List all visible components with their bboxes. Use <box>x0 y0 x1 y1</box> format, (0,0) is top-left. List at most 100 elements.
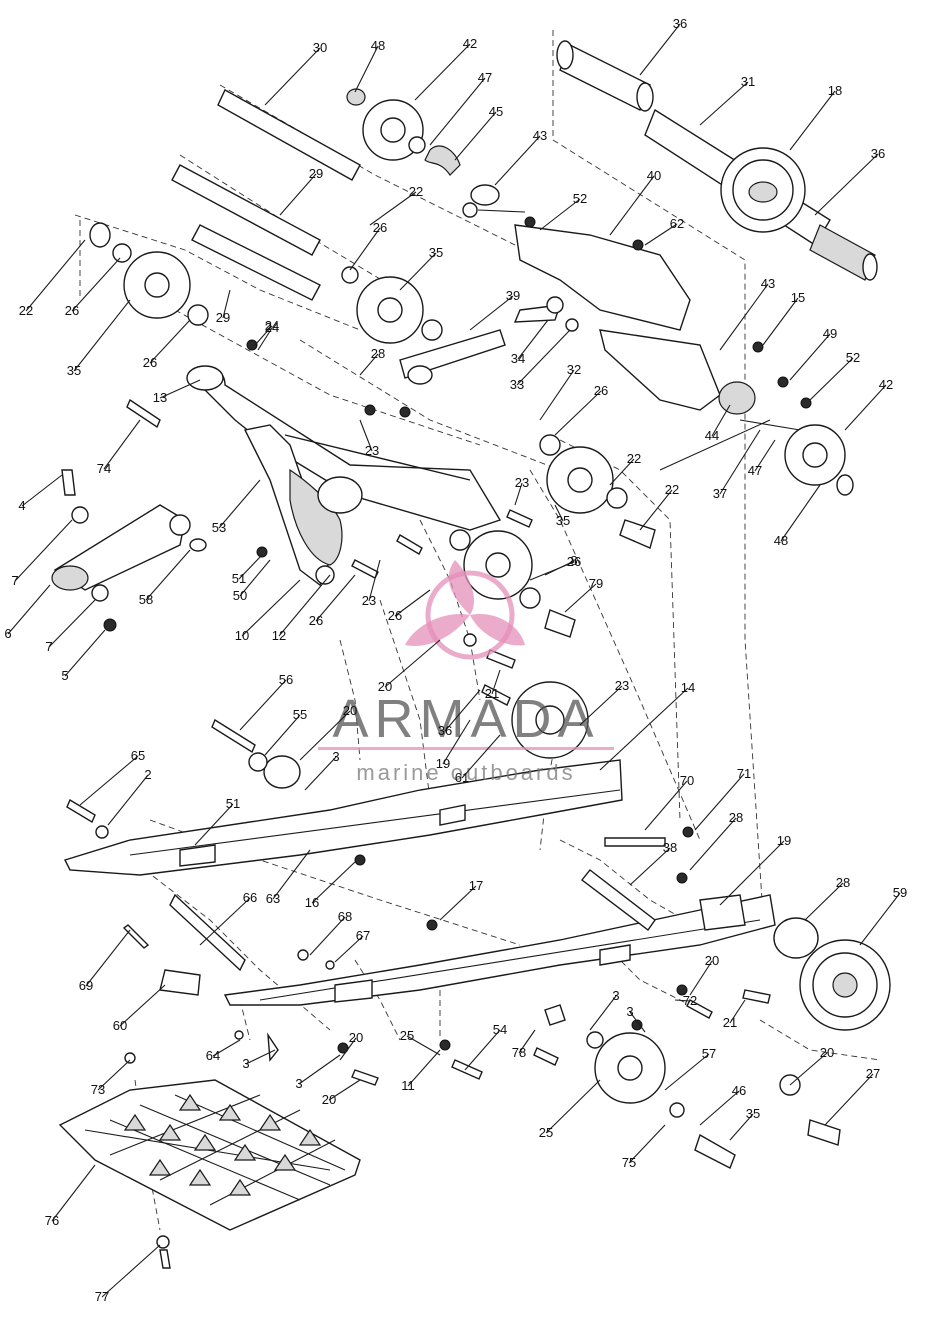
callout-number: 37 <box>713 486 727 501</box>
leader-line <box>754 439 776 472</box>
leader-line <box>689 817 737 871</box>
leader-line <box>609 458 635 486</box>
callout-number: 68 <box>338 909 352 924</box>
callout-number: 26 <box>309 613 323 628</box>
leader-line <box>257 327 273 351</box>
callout-number: 43 <box>533 128 547 143</box>
leader-line <box>644 223 678 246</box>
leader-line <box>218 479 261 529</box>
leader-line <box>25 239 86 312</box>
callout-number: 72 <box>683 993 697 1008</box>
leader-line <box>194 803 234 846</box>
leader-line <box>309 916 346 956</box>
callout-number: 35 <box>429 245 443 260</box>
watermark-brand: ARMADA <box>332 689 599 749</box>
front-linkage <box>51 469 207 632</box>
callout-number: 18 <box>828 83 842 98</box>
callout-number: 54 <box>493 1022 507 1037</box>
callout-number: 26 <box>594 383 608 398</box>
leader-line <box>359 419 373 452</box>
callout-number: 15 <box>791 290 805 305</box>
leader-line <box>97 1059 131 1091</box>
callout-number: 74 <box>97 461 111 476</box>
callout-number: 14 <box>681 680 695 695</box>
callout-number: 8 <box>570 553 577 568</box>
callout-number: 30 <box>313 40 327 55</box>
leader-line <box>639 489 673 531</box>
leader-line <box>399 252 437 291</box>
front-arm-assembly <box>514 224 854 496</box>
slide-rails <box>64 755 776 1006</box>
callout-number: 6 <box>4 626 11 641</box>
leader-line <box>859 892 901 946</box>
leader-line <box>414 43 471 101</box>
leader-line <box>719 429 761 495</box>
callout-number: 40 <box>647 168 661 183</box>
leader-line <box>101 1244 161 1298</box>
callout-number: 25 <box>539 1125 553 1140</box>
torque-arm-assembly <box>186 304 562 587</box>
callout-number: 24 <box>265 318 279 333</box>
leader-line <box>103 419 141 470</box>
callout-number: 29 <box>216 310 230 325</box>
leader-line <box>394 589 431 617</box>
leader-line <box>711 404 731 437</box>
leader-line <box>554 390 602 436</box>
callout-number: 11 <box>401 1078 415 1093</box>
leader-line <box>444 689 481 732</box>
callout-number: 3 <box>612 988 619 1003</box>
leader-line <box>85 929 131 987</box>
callout-number: 47 <box>748 463 762 478</box>
watermark: ARMADA marine outboards <box>318 560 614 785</box>
callout-number: 3 <box>242 1056 249 1071</box>
leader-line <box>119 984 166 1027</box>
leader-line <box>719 840 785 906</box>
callout-number: 42 <box>463 36 477 51</box>
leader-line <box>64 629 106 677</box>
callout-number: 26 <box>373 220 387 235</box>
callout-number: 16 <box>305 895 319 910</box>
callout-number: 36 <box>871 146 885 161</box>
callout-number: 20 <box>378 679 392 694</box>
callout-number: 70 <box>680 773 694 788</box>
callout-number: 64 <box>206 1048 220 1063</box>
callout-number: 23 <box>515 475 529 490</box>
leader-line <box>239 559 271 597</box>
callout-number: 48 <box>774 533 788 548</box>
callout-number: 49 <box>823 326 837 341</box>
callout-number: 20 <box>343 703 357 718</box>
leader-line <box>516 329 571 386</box>
upper-idler-wheels <box>89 88 526 351</box>
leader-line <box>304 756 337 791</box>
leader-line <box>51 1164 96 1222</box>
leader-line <box>644 780 688 831</box>
callout-number: 17 <box>469 878 483 893</box>
leader-line <box>384 639 441 688</box>
leader-line <box>272 849 311 900</box>
leader-line <box>639 23 681 76</box>
callout-number: 22 <box>665 482 679 497</box>
leader-line <box>469 295 514 331</box>
callout-number: 73 <box>91 1082 105 1097</box>
leader-line <box>311 861 356 904</box>
leader-line <box>315 574 356 622</box>
leader-line <box>222 289 231 319</box>
leader-line <box>328 1079 361 1101</box>
leader-line <box>539 369 575 421</box>
leader-line <box>780 484 821 542</box>
callout-number: 2 <box>144 767 151 782</box>
callout-number: 56 <box>279 672 293 687</box>
callout-number: 22 <box>627 451 641 466</box>
callout-number: 46 <box>732 1083 746 1098</box>
leader-line <box>609 175 655 236</box>
leader-line <box>406 1035 441 1056</box>
callout-number: 69 <box>79 978 93 993</box>
leader-line <box>664 1053 710 1091</box>
callout-number: 52 <box>846 350 860 365</box>
leader-line <box>245 1049 276 1065</box>
rear-axle-assembly <box>556 40 878 281</box>
leader-line <box>719 283 769 351</box>
callout-number: 27 <box>866 1066 880 1081</box>
callout-number: 36 <box>438 723 452 738</box>
